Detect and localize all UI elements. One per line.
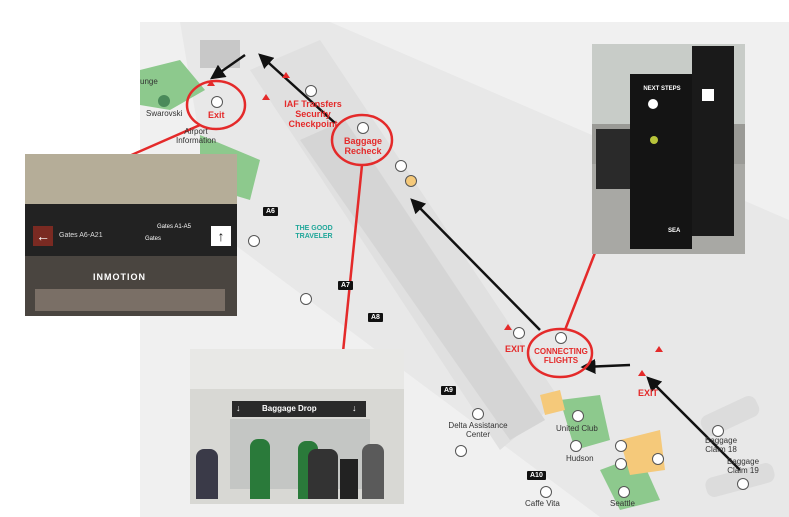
red-direction-arrow <box>638 370 646 376</box>
cafe-icon <box>540 486 552 498</box>
restroom-icon <box>615 440 627 452</box>
service-icon <box>455 445 467 457</box>
next-steps-sign <box>630 74 692 249</box>
shop-icon <box>300 293 312 305</box>
united-club-label: United Club <box>556 424 598 433</box>
route-arrow <box>258 53 336 124</box>
baggage-drop-sign <box>232 401 366 417</box>
route-arrow <box>646 376 741 471</box>
staff-member <box>250 439 270 499</box>
exit-highlight-circle <box>185 79 247 131</box>
baggage-claim-icon <box>712 425 724 437</box>
traveler <box>308 449 338 499</box>
caffe-vita-label: Caffe Vita <box>525 499 560 508</box>
gate-a9: A9 <box>441 386 456 395</box>
baggage-recheck-label: Baggage Recheck <box>343 136 382 156</box>
info-icon <box>248 235 260 247</box>
arrow-down-icon: ↓ <box>352 403 357 413</box>
exit-sign-icon <box>211 96 223 108</box>
baggage-icon <box>357 122 369 134</box>
seattle-label: Seattle <box>610 499 635 508</box>
store-icon <box>618 486 630 498</box>
sea-brand: SEA <box>668 228 681 234</box>
store-display <box>35 289 225 311</box>
overhead-sign <box>25 204 237 256</box>
route-arrow <box>410 198 541 331</box>
gates-a6-label: Gates A6-A21 <box>59 232 103 239</box>
gate-a8: A8 <box>368 313 383 322</box>
red-direction-arrow <box>282 72 290 78</box>
exit-top-label: Exit <box>208 110 225 120</box>
baggage-claim-19-label: Baggage Claim 19 <box>726 457 760 475</box>
direction-icon <box>702 89 714 101</box>
traveler <box>362 444 384 499</box>
hudson-icon <box>570 440 582 452</box>
gates-a1-label: Gates A1-A5 <box>157 224 192 230</box>
lounge-icon <box>158 95 170 107</box>
connector-line <box>563 239 602 331</box>
gate-a10: A10 <box>527 471 546 480</box>
iaf-checkpoint-label: IAF Transfers Security Checkpoint <box>284 99 342 129</box>
restroom-icon <box>615 458 627 470</box>
help-icon <box>472 408 484 420</box>
traveler <box>196 449 218 499</box>
arrow-down-icon: ↓ <box>236 403 241 413</box>
good-traveler-label: THE GOOD TRAVELER <box>295 225 333 240</box>
exit-mid-label: EXIT <box>505 344 526 354</box>
exit-sign-icon <box>513 327 525 339</box>
connecting-flights-highlight-circle <box>526 327 594 379</box>
next-steps-sign-side <box>692 46 734 236</box>
arrow-up-icon: ↑ <box>211 226 231 246</box>
gate-sign-photo: ← Gates A6-A21 Gates A1-A5 Gates ↑ INMOT… <box>25 154 237 316</box>
checkpoint-icon <box>305 85 317 97</box>
seating <box>596 129 632 189</box>
route-arrow <box>209 53 246 80</box>
gate-a7: A7 <box>338 281 353 290</box>
red-direction-arrow <box>262 94 270 100</box>
delta-assistance-label: Delta Assistance Center <box>448 421 508 439</box>
ceiling <box>190 349 404 389</box>
inmotion-store-sign: INMOTION <box>93 272 146 282</box>
orange-area <box>540 390 565 415</box>
gates-line-label: Gates <box>145 236 162 242</box>
next-steps-title: NEXT STEPS <box>643 86 681 92</box>
arrow-left-icon: ← <box>33 226 53 246</box>
information-stand <box>340 459 358 499</box>
exit-sign-icon <box>555 332 567 344</box>
ceiling <box>25 154 237 204</box>
airport-information-label: Airport Information <box>175 127 217 145</box>
next-steps-photo: NEXT STEPS SEA <box>592 44 745 254</box>
red-direction-arrow <box>655 346 663 352</box>
gate-a6: A6 <box>263 207 278 216</box>
restroom-icon <box>395 160 407 172</box>
baggage-claim-18-label: Baggage Claim 18 <box>704 436 738 454</box>
restroom-icon <box>652 453 664 465</box>
exit-right-label: EXIT <box>638 388 659 398</box>
baggage-drop-photo: ↓ Baggage Drop ↓ <box>190 349 404 504</box>
red-direction-arrow <box>207 80 215 86</box>
moving-walkway <box>300 120 545 440</box>
swarovski-label: Swarovski <box>146 109 183 118</box>
baggage-drop-title: Baggage Drop <box>262 404 317 413</box>
lounge-label: unge <box>140 77 158 86</box>
connecting-flights-label: CONNECTING FLIGHTS <box>534 347 588 365</box>
green-area <box>560 395 610 450</box>
connector-line <box>341 164 364 353</box>
baggage-claim-icon <box>737 478 749 490</box>
hudson-label: Hudson <box>566 454 594 463</box>
united-club-icon <box>572 410 584 422</box>
info-icon <box>648 99 658 109</box>
food-icon <box>405 175 417 187</box>
route-arrow <box>580 358 631 374</box>
location-icon <box>650 136 658 144</box>
red-direction-arrow <box>504 324 512 330</box>
